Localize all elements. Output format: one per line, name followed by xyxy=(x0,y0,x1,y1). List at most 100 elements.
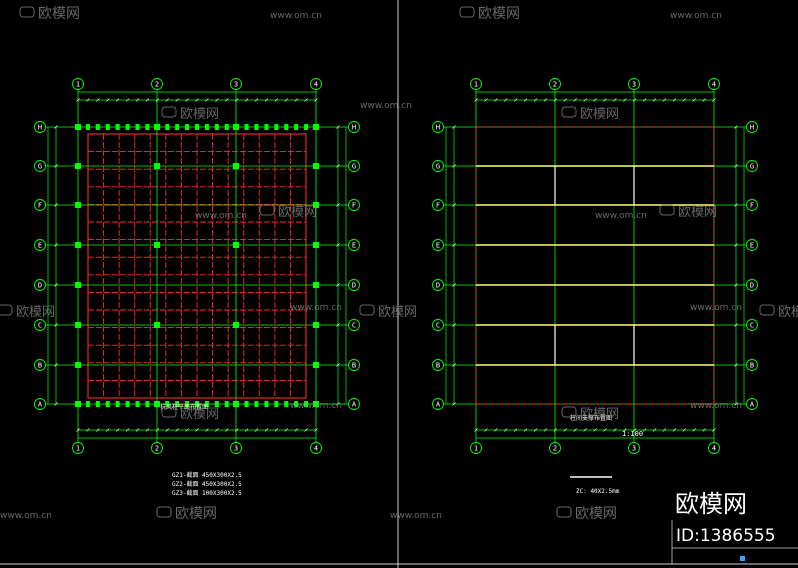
left-column-marker-top xyxy=(95,124,100,130)
watermark-url-text: www.om.cn xyxy=(290,401,342,411)
left-column-marker-bottom xyxy=(304,401,309,407)
watermark-layer: 欧模网欧模网欧模网欧模网欧模网欧模网欧模网欧模网欧模网欧模网欧模网欧模网欧模网w… xyxy=(0,6,798,522)
left-column-marker xyxy=(313,202,319,208)
left-axis-label-E: E xyxy=(38,242,42,250)
left-column-marker-top xyxy=(185,124,190,130)
right-axis-bubble-B xyxy=(432,359,444,371)
left-dim-tick-bottom xyxy=(234,428,239,432)
left-dim-tick-bottom xyxy=(165,428,169,432)
left-column-marker-bottom xyxy=(284,401,289,407)
left-axis-bubble-F xyxy=(34,199,46,211)
left-dim-tick-bottom xyxy=(314,428,318,432)
right-axis-label-1: 1 xyxy=(474,445,478,453)
left-axis-bubble-C xyxy=(34,319,46,331)
watermark-url-text: www.om.cn xyxy=(0,511,52,521)
watermark-logo-icon xyxy=(556,506,572,518)
left-dim-tick-top xyxy=(115,98,120,102)
left-dim-tick-right xyxy=(336,125,340,129)
left-dim-tick-bottom xyxy=(264,428,269,432)
right-dim-tick-left xyxy=(452,243,456,247)
left-axis-bubble-F xyxy=(348,199,360,211)
left-axis-label-4: 4 xyxy=(314,445,318,453)
right-axis-label-4: 4 xyxy=(712,445,716,453)
left-column-marker xyxy=(75,202,81,208)
right-axis-label-E: E xyxy=(750,242,754,250)
left-axis-bubble-D xyxy=(34,279,46,291)
left-dim-tick-bottom xyxy=(284,428,288,432)
watermark-url-text: www.om.cn xyxy=(360,101,412,111)
left-axis-label-B: B xyxy=(38,362,42,370)
watermark-logo-icon xyxy=(459,6,475,18)
left-column-marker-bottom xyxy=(204,401,209,407)
left-column-marker xyxy=(75,282,81,288)
left-column-marker-bottom xyxy=(294,401,299,407)
right-dim-tick-left xyxy=(452,402,456,406)
left-dim-tick-left xyxy=(54,323,58,327)
right-dim-tick-left xyxy=(452,125,456,129)
left-dim-tick-top xyxy=(294,98,298,102)
right-member-lines xyxy=(475,126,715,405)
right-dim-tick-left xyxy=(452,164,456,168)
right-dim-tick-top xyxy=(553,98,558,102)
watermark-logo-icon xyxy=(19,6,35,18)
right-axis-bubble-D xyxy=(432,279,444,291)
right-dim-tick-left xyxy=(452,323,456,327)
right-axis-bubble-D xyxy=(746,279,758,291)
right-axis-bubble-C xyxy=(432,319,444,331)
right-axis-label-1: 1 xyxy=(474,81,478,89)
right-axis-bubble-A xyxy=(432,398,444,410)
right-axis-label-H: H xyxy=(436,124,440,132)
left-column-marker xyxy=(75,362,81,368)
left-column-marker-bottom xyxy=(85,401,90,407)
right-axis-bubble-3 xyxy=(628,442,640,454)
right-axis-bubble-4 xyxy=(708,78,720,90)
right-axis-bubble-1 xyxy=(470,78,482,90)
right-dim-tick-top xyxy=(513,98,518,102)
right-axis-label-H: H xyxy=(750,124,754,132)
left-dim-tick-top xyxy=(234,98,239,102)
watermark-url-text: www.om.cn xyxy=(690,303,742,313)
left-dim-tick-top xyxy=(314,98,318,102)
left-column-marker-bottom xyxy=(185,401,190,407)
right-dim-tick-bottom xyxy=(553,428,558,432)
left-column-marker-bottom xyxy=(175,401,180,407)
right-dim-tick-bottom xyxy=(513,428,518,432)
left-dim-tick-top xyxy=(135,98,140,102)
left-axis-label-G: G xyxy=(38,163,42,171)
left-axis-bubble-E xyxy=(348,239,360,251)
right-axis-label-C: C xyxy=(436,322,440,330)
right-axis-label-F: F xyxy=(436,202,440,210)
left-column-marker-bottom xyxy=(165,401,170,407)
right-axis-label-B: B xyxy=(750,362,754,370)
left-dim-tick-top xyxy=(274,98,279,102)
left-dim-tick-right xyxy=(336,203,340,207)
left-dim-tick-bottom xyxy=(185,428,189,432)
left-axis-label-D: D xyxy=(352,282,356,290)
left-dim-tick-top xyxy=(185,98,189,102)
left-dimension-ticks xyxy=(47,91,347,439)
left-note-1: GZ1-截面 450X300X2.5 xyxy=(172,471,242,479)
left-column-marker-top xyxy=(85,124,90,130)
left-dim-tick-top xyxy=(264,98,269,102)
left-dim-tick-bottom xyxy=(175,428,179,432)
right-axis-bubble-4 xyxy=(708,442,720,454)
right-axis-label-4: 4 xyxy=(712,81,716,89)
right-dim-tick-top xyxy=(652,98,657,102)
left-dim-tick-right xyxy=(336,402,340,406)
left-column-marker xyxy=(75,242,81,248)
right-dim-tick-bottom xyxy=(603,428,607,432)
watermark-brand-text: 欧模网 xyxy=(38,6,80,22)
left-axis-bubble-H xyxy=(34,121,46,133)
watermark-url-text: www.om.cn xyxy=(290,303,342,313)
left-axis-label-E: E xyxy=(352,242,356,250)
left-axis-bubble-E xyxy=(34,239,46,251)
watermark-brand-text: 欧模网 xyxy=(575,506,617,522)
right-dim-tick-bottom xyxy=(494,428,498,432)
right-dim-tick-bottom xyxy=(682,428,686,432)
left-column-marker-top xyxy=(274,124,279,130)
right-dim-tick-bottom xyxy=(573,428,577,432)
right-axis-label-G: G xyxy=(436,163,440,171)
right-dim-tick-top xyxy=(613,98,617,102)
